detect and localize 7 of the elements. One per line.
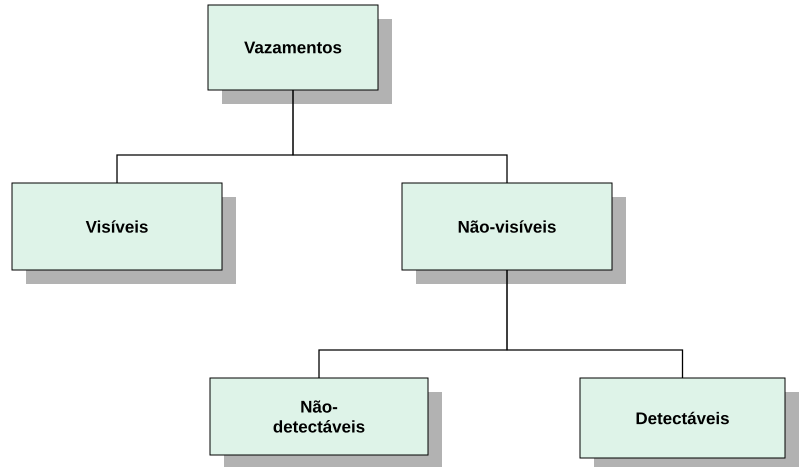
box: Visíveis: [12, 182, 222, 270]
box: Não-visíveis: [402, 182, 612, 270]
box: Vazamentos: [208, 4, 378, 90]
connector: [292, 90, 508, 182]
connector: [506, 270, 684, 378]
box: Detectáveis: [580, 377, 786, 458]
box: Não-detectáveis: [210, 377, 428, 456]
